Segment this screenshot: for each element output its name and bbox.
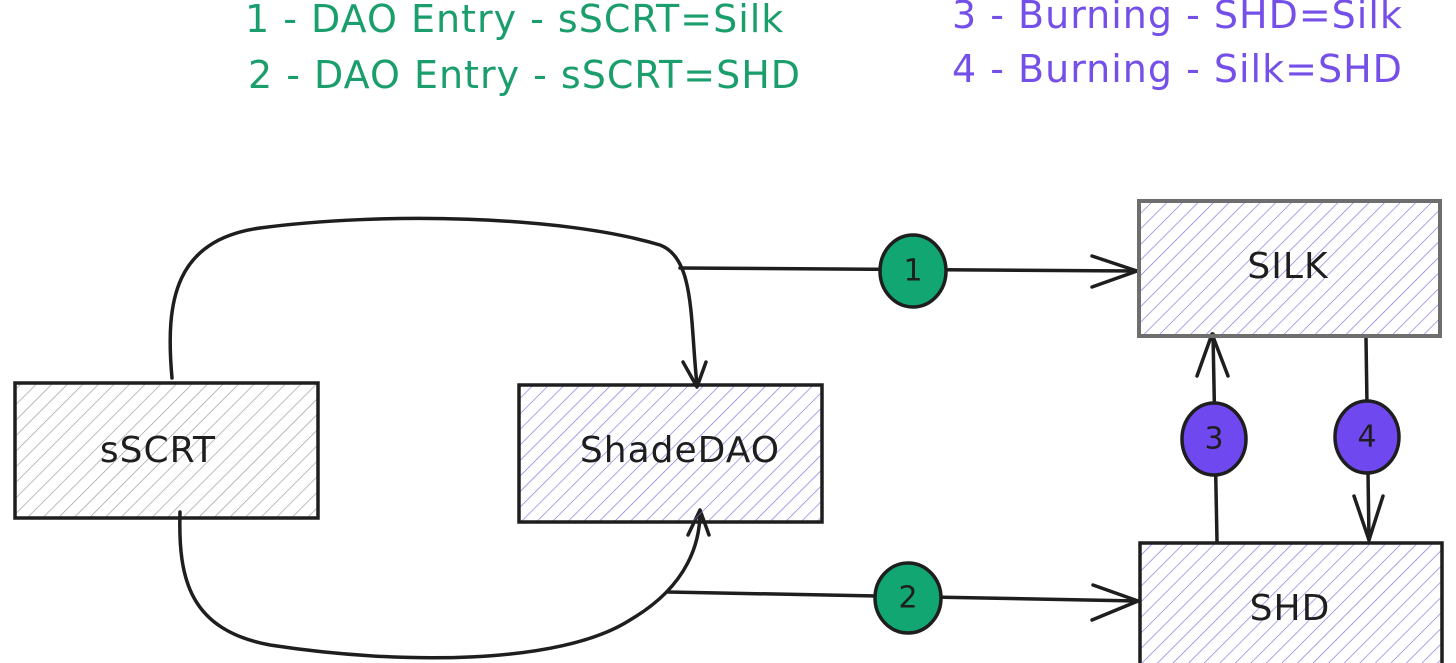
node-shadedao[interactable]: ShadeDAO: [517, 383, 824, 524]
svg-text:2: 2: [898, 581, 917, 616]
legend-entry-1: 1 - DAO Entry - sSCRT=Silk: [245, 0, 784, 41]
node-shadedao-label: ShadeDAO: [580, 430, 780, 471]
node-sscrt[interactable]: sSCRT: [13, 381, 320, 520]
node-shd[interactable]: SHD: [1138, 541, 1444, 663]
svg-text:4: 4: [1357, 420, 1376, 455]
arrowhead: [1090, 583, 1140, 622]
node-silk-label: SILK: [1247, 246, 1329, 287]
step-2-badge: 2: [873, 561, 943, 635]
svg-text:1: 1: [903, 254, 922, 289]
curve-sscrt-to-shadedao-bottom: [178, 510, 702, 660]
legend-entry-4: 4 - Burning - Silk=SHD: [952, 47, 1403, 91]
node-sscrt-label: sSCRT: [100, 430, 216, 471]
curve-sscrt-to-shadedao-top: [168, 216, 699, 387]
step-1-badge: 1: [878, 233, 948, 309]
step-3-badge: 3: [1180, 401, 1248, 477]
legend-entry-3: 3 - Burning - SHD=Silk: [952, 0, 1403, 37]
step-4-badge: 4: [1333, 399, 1401, 475]
arrowhead: [1352, 494, 1385, 542]
svg-text:3: 3: [1204, 422, 1223, 457]
node-silk[interactable]: SILK: [1137, 199, 1442, 338]
node-shd-label: SHD: [1250, 588, 1331, 629]
legend-entry-2: 2 - DAO Entry - sSCRT=SHD: [248, 53, 801, 97]
